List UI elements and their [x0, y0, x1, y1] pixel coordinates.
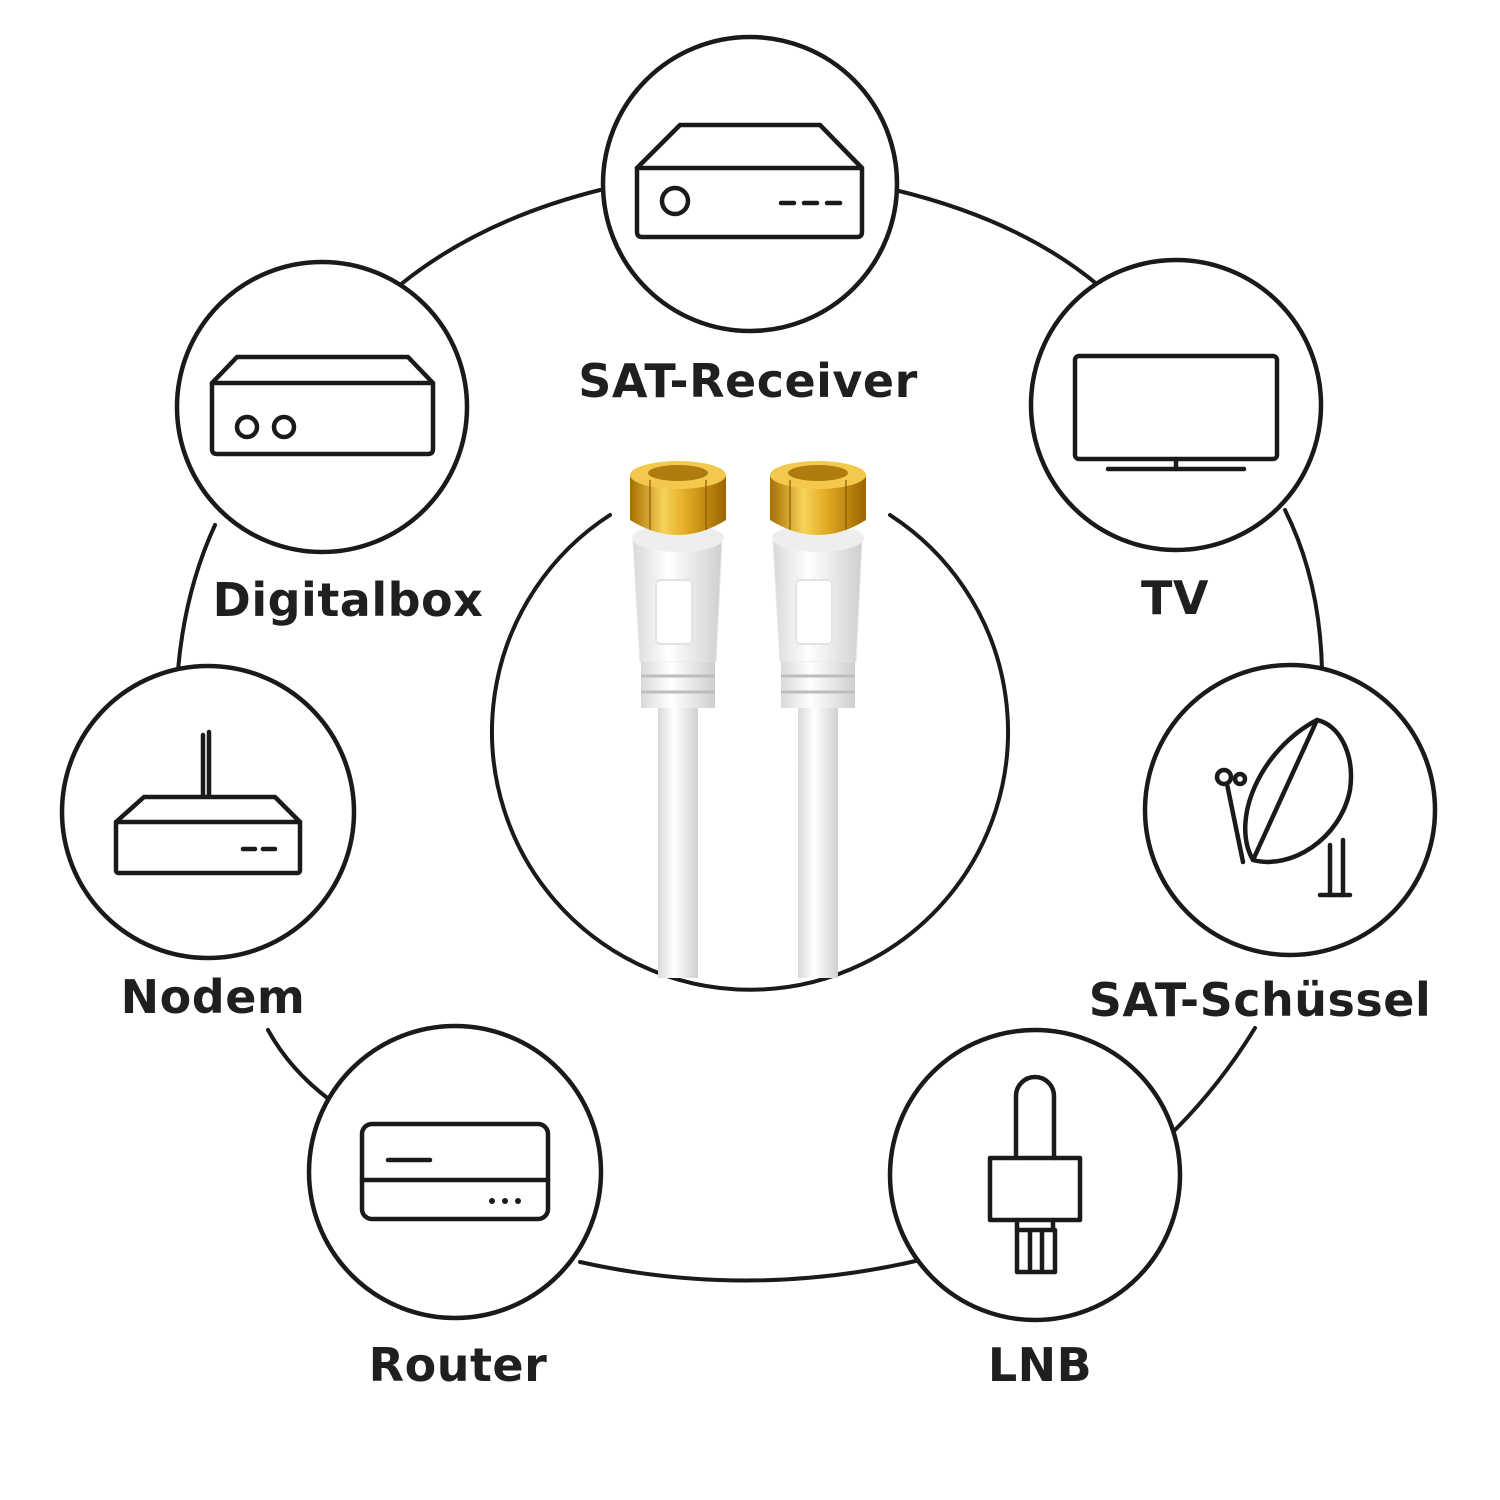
- router-icon: [359, 1121, 551, 1222]
- label-sat-receiver: SAT-Receiver: [578, 354, 918, 408]
- label-tv: TV: [1141, 571, 1209, 625]
- satellite-dish-icon: [1214, 717, 1354, 898]
- node-digitalbox: [174, 259, 470, 555]
- center-node: [490, 461, 1010, 992]
- lnb-icon: [987, 1074, 1083, 1275]
- node-sat-receiver: [600, 34, 900, 334]
- connection-lines: [176, 188, 1324, 1283]
- label-sat-schuessel: SAT-Schüssel: [1088, 973, 1432, 1027]
- sat-receiver-icon: [634, 122, 865, 240]
- tv-icon: [1072, 353, 1280, 472]
- node-sat-schuessel: [1142, 662, 1438, 958]
- digitalbox-icon: [209, 354, 436, 457]
- label-router: Router: [368, 1338, 548, 1392]
- node-modem: [59, 663, 357, 961]
- center-ring: [490, 513, 1010, 992]
- label-digitalbox: Digitalbox: [212, 573, 484, 627]
- modem-icon: [113, 729, 303, 876]
- node-lnb: [887, 1027, 1183, 1323]
- node-tv: [1028, 257, 1324, 553]
- node-router: [306, 1023, 604, 1321]
- label-lnb: LNB: [987, 1338, 1093, 1392]
- label-modem: Nodem: [120, 970, 306, 1024]
- coax-cable-f-connector-icon: [630, 461, 866, 978]
